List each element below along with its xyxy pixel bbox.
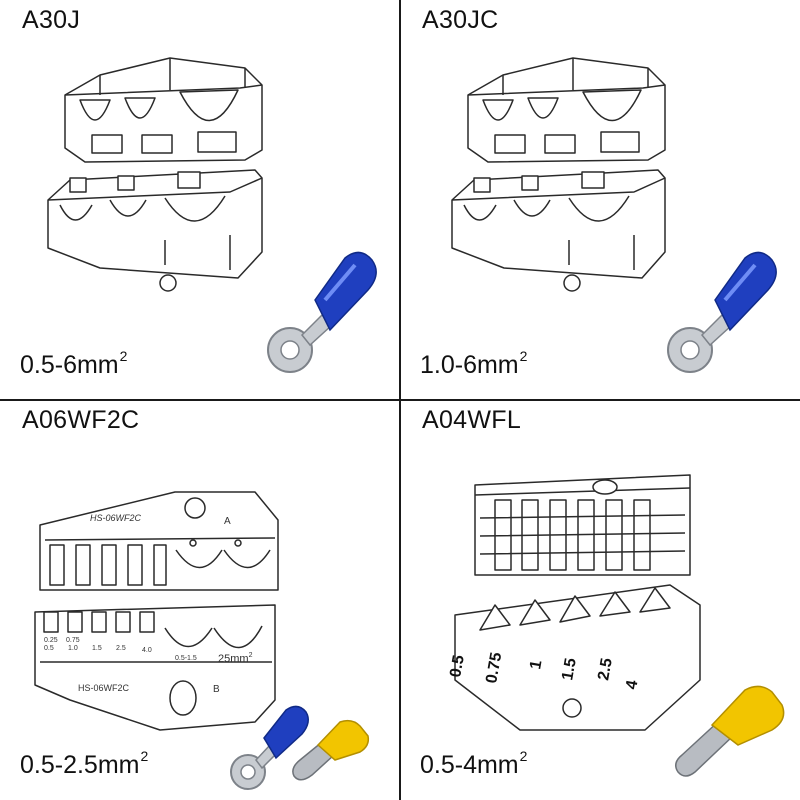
ring-terminal-icon [267, 251, 377, 373]
crimp-die-illustration: 0.5 0.75 1 1.5 2.5 4 [447, 474, 785, 777]
crimp-die-illustration [47, 57, 377, 373]
model-name: A06WF2C [22, 406, 140, 434]
die-top-mark: A [224, 516, 231, 527]
size-label-0.75: 0.75 [483, 651, 505, 685]
wire-range-exponent: 2 [519, 348, 528, 364]
size-label-1.5: 1.5 [92, 645, 102, 652]
size-label-0.5-1.5: 0.5-1.5 [175, 655, 197, 662]
wire-range: 0.5-2.5mm2 [20, 748, 148, 780]
model-name: A30J [22, 6, 81, 34]
model-name: A04WFL [422, 406, 522, 434]
size-label-1: 1 [527, 659, 545, 671]
die-bottom-mark: B [213, 684, 220, 695]
crimp-die-illustration [451, 57, 777, 373]
wire-range-exponent: 2 [119, 348, 128, 364]
horizontal-divider [0, 399, 800, 401]
size-label-0.75: 0.75 [66, 637, 80, 644]
wire-range: 1.0-6mm2 [420, 348, 527, 380]
size-label-1.5: 1.5 [559, 657, 580, 682]
wire-range: 0.5-6mm2 [20, 348, 127, 380]
size-label-0.5: 0.5 [447, 654, 468, 679]
panel-a06wf2c: HS-06WF2C A HS-06WF2C B 0.25 0.5 0.75 1.… [0, 400, 400, 800]
wire-range: 0.5-4mm2 [420, 748, 527, 780]
size-label-4: 4 [623, 679, 641, 691]
wire-range-value: 0.5-4mm [420, 751, 519, 779]
size-label-4.0: 4.0 [142, 647, 152, 654]
ring-terminal-icon [230, 705, 309, 790]
wire-range-value: 1.0-6mm [420, 351, 519, 379]
die-top-label: HS-06WF2C [90, 513, 142, 523]
ring-terminal-icon [667, 251, 777, 373]
model-name: A30JC [422, 6, 499, 34]
wire-range-value: 0.5-2.5mm [20, 751, 140, 779]
crimp-die-illustration: HS-06WF2C A HS-06WF2C B 0.25 0.5 0.75 1.… [34, 491, 370, 790]
size-label-0.5: 0.5 [44, 645, 54, 652]
wire-range-exponent: 2 [140, 748, 149, 764]
panel-a30j: A30J 0.5-6mm2 [0, 0, 400, 400]
wire-range-value: 0.5-6mm [20, 351, 119, 379]
size-label-25: 25mm2 [218, 652, 253, 665]
ferrule-icon [675, 685, 785, 777]
size-label-0.25: 0.25 [44, 637, 58, 644]
panel-a30jc: A30JC 1.0-6mm2 [400, 0, 800, 400]
size-label-1.0: 1.0 [68, 645, 78, 652]
die-bottom-label: HS-06WF2C [78, 683, 130, 693]
size-label-2.5: 2.5 [116, 645, 126, 652]
panel-a04wfl: 0.5 0.75 1 1.5 2.5 4 A04WFL 0.5-4mm2 [400, 400, 800, 800]
wire-range-exponent: 2 [519, 748, 528, 764]
size-label-2.5: 2.5 [595, 657, 616, 682]
ferrule-icon [292, 719, 370, 781]
